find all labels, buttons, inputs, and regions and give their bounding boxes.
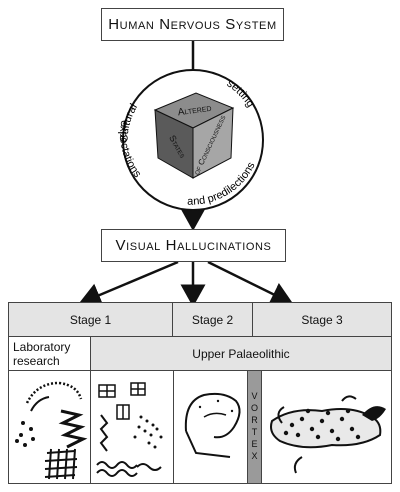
palaeolithic-stage3-panel	[261, 370, 392, 484]
stage3-label: Stage 3	[301, 312, 343, 327]
upper-palaeolithic-cell: Upper Palaeolithic	[90, 336, 392, 371]
vortex-label: VORTEX	[249, 391, 260, 463]
vortex-band: VORTEX	[247, 370, 262, 484]
cube-top-label: Altered	[177, 103, 212, 119]
stage2-label: Stage 2	[191, 312, 234, 327]
arrow-to-stage3	[207, 260, 294, 306]
stage3-cell: Stage 3	[252, 302, 392, 337]
visual-hallucinations-label: Visual Hallucinations	[115, 237, 272, 254]
lab-entoptic-panel	[8, 370, 91, 484]
stage1-cell: Stage 1	[8, 302, 173, 337]
stage1-label: Stage 1	[69, 312, 112, 327]
palaeolithic-signs-drawing	[96, 382, 163, 477]
visual-hallucinations-box: Visual Hallucinations	[101, 229, 286, 262]
lab-entoptic-drawing	[15, 381, 88, 480]
laboratory-research-label: Laboratory research	[13, 339, 71, 368]
upper-palaeolithic-label: Upper Palaeolithic	[192, 346, 290, 361]
spotted-horses-drawing	[270, 395, 386, 474]
consciousness-cube: Altered States of Consciousness	[153, 92, 235, 179]
palaeolithic-stage2-panel	[173, 370, 248, 484]
laboratory-research-cell: Laboratory research	[8, 336, 91, 371]
construal-animal-drawing	[184, 392, 241, 458]
cube-right-face	[192, 107, 234, 179]
human-nervous-system-box: Human Nervous System	[101, 8, 284, 41]
arrow-to-stage1	[78, 260, 179, 307]
stage2-cell: Stage 2	[172, 302, 253, 337]
palaeolithic-stage1-panel	[90, 370, 174, 484]
human-nervous-system-label: Human Nervous System	[108, 16, 277, 33]
